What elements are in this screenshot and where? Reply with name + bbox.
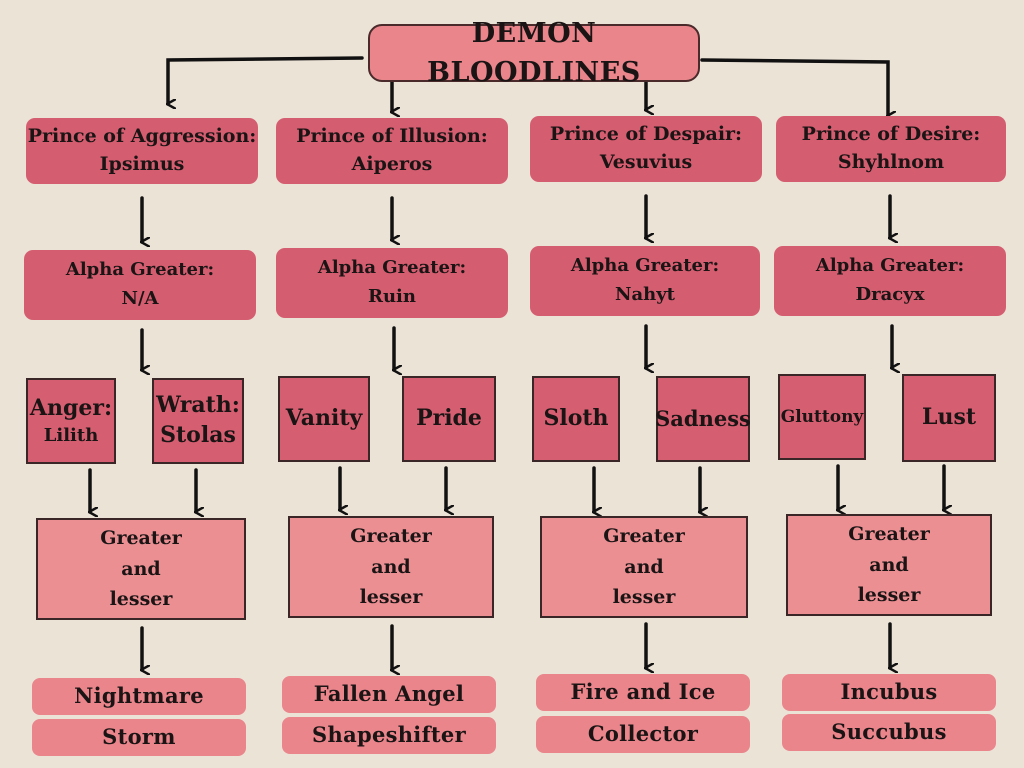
bloodline-storm: Storm	[32, 719, 246, 756]
sin-label: Lust	[921, 404, 976, 431]
alpha-label: Alpha Greater:	[815, 255, 965, 277]
sin-label: Gluttony	[780, 406, 864, 427]
sin-box-pride: Pride	[402, 376, 496, 462]
arrow-title-to-desire	[700, 58, 888, 116]
sin-label: Anger:	[29, 395, 113, 421]
alpha-aggression-box: Alpha Greater: N/A	[24, 250, 256, 320]
group-line: Greater	[603, 525, 685, 548]
greater-lesser-box: Greater and lesser	[786, 514, 992, 616]
greater-lesser-box: Greater and lesser	[36, 518, 246, 620]
sin-box-sadness: Sadness	[655, 376, 751, 462]
bloodline-collector: Collector	[536, 716, 750, 753]
bloodline-label: Fire and Ice	[570, 679, 716, 705]
prince-title: Prince of Illusion:	[296, 125, 488, 148]
bloodline-incubus: Incubus	[782, 674, 996, 711]
prince-name: Vesuvius	[599, 151, 693, 173]
group-line: lesser	[612, 586, 676, 609]
alpha-label: Alpha Greater:	[570, 255, 720, 277]
group-line: and	[121, 557, 161, 580]
bloodline-label: Shapeshifter	[312, 722, 466, 748]
group-line: and	[624, 555, 664, 578]
sin-demon-name: Stolas	[160, 422, 236, 448]
sin-box-gluttony: Gluttony	[778, 374, 866, 460]
bloodline-label: Fallen Angel	[313, 681, 465, 707]
group-line: and	[869, 553, 909, 576]
sin-box-anger: Anger: Lilith	[26, 378, 116, 464]
prince-name: Ipsimus	[99, 153, 185, 175]
prince-name: Shyhlnom	[837, 151, 945, 173]
group-line: Greater	[848, 523, 930, 546]
bloodline-label: Collector	[587, 721, 699, 747]
prince-despair-box: Prince of Despair: Vesuvius	[530, 116, 762, 182]
bloodline-nightmare: Nightmare	[32, 678, 246, 715]
alpha-label: Alpha Greater:	[317, 257, 467, 279]
sin-label: Sloth	[543, 405, 609, 432]
diagram-title: DEMON BLOODLINES	[368, 18, 700, 88]
bloodline-label: Succubus	[831, 719, 947, 745]
sin-box-sloth: Sloth	[532, 376, 620, 462]
prince-title: Prince of Aggression:	[27, 125, 257, 148]
sin-box-wrath: Wrath: Stolas	[152, 378, 244, 464]
sin-demon-name: Lilith	[43, 424, 99, 446]
bloodline-succubus: Succubus	[782, 714, 996, 751]
prince-name: Aiperos	[351, 153, 433, 175]
group-line: Greater	[100, 527, 182, 550]
diagram-title-text: DEMON BLOODLINES	[427, 17, 641, 88]
alpha-illusion-box: Alpha Greater: Ruin	[276, 248, 508, 318]
group-line: Greater	[350, 525, 432, 548]
group-line: lesser	[857, 584, 921, 607]
sin-box-vanity: Vanity	[278, 376, 370, 462]
alpha-name: N/A	[121, 288, 159, 309]
bloodline-shapeshifter: Shapeshifter	[282, 717, 496, 754]
prince-title: Prince of Despair:	[549, 123, 743, 146]
sin-label: Wrath:	[156, 392, 240, 419]
bloodline-label: Incubus	[840, 679, 938, 705]
group-line: and	[371, 555, 411, 578]
prince-aggression-box: Prince of Aggression: Ipsimus	[26, 118, 258, 184]
sin-label: Vanity	[285, 405, 363, 432]
alpha-name: Dracyx	[855, 284, 925, 305]
alpha-label: Alpha Greater:	[65, 259, 215, 281]
alpha-name: Ruin	[368, 286, 416, 307]
arrow-title-to-aggression	[168, 56, 364, 104]
sin-box-lust: Lust	[902, 374, 996, 462]
alpha-desire-box: Alpha Greater: Dracyx	[774, 246, 1006, 316]
sin-label: Sadness	[655, 405, 751, 431]
bloodline-label: Storm	[102, 724, 176, 750]
prince-title: Prince of Desire:	[801, 123, 981, 146]
prince-desire-box: Prince of Desire: Shyhlnom	[776, 116, 1006, 182]
group-line: lesser	[359, 586, 423, 609]
greater-lesser-box: Greater and lesser	[288, 516, 494, 618]
sin-label: Pride	[416, 405, 482, 432]
bloodline-fire-and-ice: Fire and Ice	[536, 674, 750, 711]
bloodline-label: Nightmare	[74, 683, 204, 709]
greater-lesser-box: Greater and lesser	[540, 516, 748, 618]
alpha-name: Nahyt	[615, 284, 675, 305]
prince-illusion-box: Prince of Illusion: Aiperos	[276, 118, 508, 184]
group-line: lesser	[109, 588, 173, 611]
alpha-despair-box: Alpha Greater: Nahyt	[530, 246, 760, 316]
bloodline-fallen-angel: Fallen Angel	[282, 676, 496, 713]
